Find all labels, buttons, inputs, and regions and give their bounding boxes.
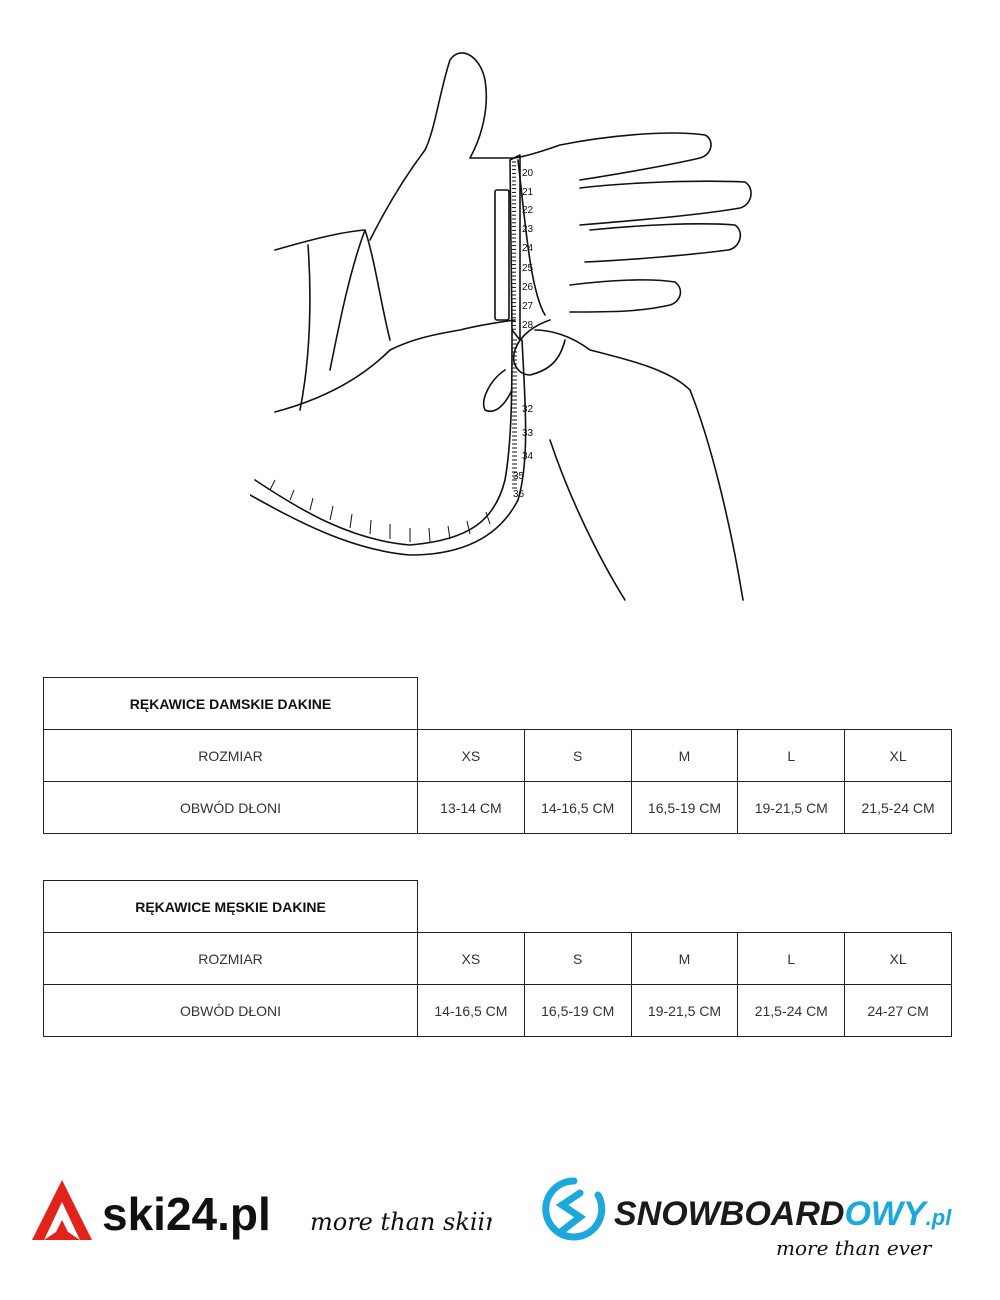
circumference-cell: 13-14 CM bbox=[417, 781, 525, 834]
size-cell: M bbox=[630, 932, 739, 985]
circumference-cell: 19-21,5 CM bbox=[737, 781, 846, 834]
measured-hand-outline bbox=[274, 52, 712, 413]
table-row: OBWÓD DŁONI 13-14 CM 14-16,5 CM 16,5-19 … bbox=[43, 781, 953, 834]
ruler-tick-label: 24 bbox=[522, 243, 534, 254]
ruler-tick-label: 20 bbox=[522, 168, 534, 179]
ruler-tick-label: 23 bbox=[522, 224, 534, 235]
size-cell: XL bbox=[844, 729, 953, 782]
size-cell: L bbox=[737, 729, 846, 782]
ruler-tick-label: 35 bbox=[513, 471, 525, 482]
ski24-wordmark: ski24.pl bbox=[102, 1188, 271, 1240]
size-cell: XS bbox=[417, 729, 525, 782]
snowboardowy-wordmark-suffix: .pl bbox=[926, 1205, 953, 1230]
tape-measure-outline bbox=[509, 154, 521, 341]
circumference-cell: 21,5-24 CM bbox=[844, 781, 953, 834]
tape-clip bbox=[494, 189, 510, 321]
curved-tape-ticks bbox=[269, 479, 491, 543]
circumference-cell: 21,5-24 CM bbox=[737, 984, 846, 1037]
ruler-tick-label: 36 bbox=[513, 489, 525, 500]
ski24-tagline: more than skiing bbox=[310, 1208, 492, 1236]
table-title-row: RĘKAWICE MĘSKIE DAKINE bbox=[43, 880, 952, 933]
circumference-cell: 24-27 CM bbox=[844, 984, 953, 1037]
size-cell: S bbox=[523, 729, 632, 782]
circumference-cell: 14-16,5 CM bbox=[523, 781, 632, 834]
table-title-row: RĘKAWICE DAMSKIE DAKINE bbox=[43, 677, 952, 730]
women-size-table: RĘKAWICE DAMSKIE DAKINE ROZMIAR XS S M L… bbox=[43, 677, 953, 834]
ruler-tick-label: 21 bbox=[522, 187, 534, 198]
ruler-tick-label: 28 bbox=[522, 320, 534, 331]
snowboardowy-icon bbox=[542, 1177, 606, 1241]
circumference-cell: 16,5-19 CM bbox=[630, 781, 739, 834]
snowboardowy-wordmark-accent: OWY bbox=[844, 1195, 929, 1233]
ruler-ticks bbox=[512, 161, 517, 489]
table-title: RĘKAWICE DAMSKIE DAKINE bbox=[43, 677, 418, 730]
table-row: ROZMIAR XS S M L XL bbox=[43, 729, 953, 782]
snowboardowy-wordmark-main: SNOWBOARD bbox=[614, 1195, 844, 1233]
hand-measurement-illustration: 20 21 22 23 24 25 26 27 28 32 33 34 35 36 bbox=[250, 52, 752, 601]
circumference-cell: 19-21,5 CM bbox=[630, 984, 739, 1037]
ski24-mountain-icon bbox=[32, 1180, 92, 1240]
table-row: ROZMIAR XS S M L XL bbox=[43, 932, 953, 985]
table-title: RĘKAWICE MĘSKIE DAKINE bbox=[43, 880, 418, 933]
ruler-tick-label: 25 bbox=[522, 263, 534, 274]
row-label-size: ROZMIAR bbox=[43, 729, 418, 782]
ruler-labels: 20 21 22 23 24 25 26 27 28 32 33 34 35 36 bbox=[513, 168, 534, 500]
size-cell: L bbox=[737, 932, 846, 985]
ruler-tick-label: 26 bbox=[522, 282, 534, 293]
table-row: OBWÓD DŁONI 14-16,5 CM 16,5-19 CM 19-21,… bbox=[43, 984, 953, 1037]
ruler-tick-label: 34 bbox=[522, 451, 534, 462]
row-label-circumference: OBWÓD DŁONI bbox=[43, 984, 418, 1037]
ruler-tick-label: 22 bbox=[522, 205, 534, 216]
size-cell: XL bbox=[844, 932, 953, 985]
svg-text:SNOWBOARDOWY.pl: SNOWBOARDOWY.pl bbox=[614, 1195, 952, 1233]
ski24-logo[interactable]: ski24.pl more than skiing bbox=[32, 1180, 492, 1260]
circumference-cell: 14-16,5 CM bbox=[417, 984, 525, 1037]
size-cell: S bbox=[523, 932, 632, 985]
ruler-tick-label: 27 bbox=[522, 301, 534, 312]
circumference-cell: 16,5-19 CM bbox=[523, 984, 632, 1037]
snowboardowy-logo[interactable]: SNOWBOARDOWY.pl more than ever bbox=[540, 1175, 980, 1265]
row-label-size: ROZMIAR bbox=[43, 932, 418, 985]
row-label-circumference: OBWÓD DŁONI bbox=[43, 781, 418, 834]
size-cell: XS bbox=[417, 932, 525, 985]
snowboardowy-tagline: more than ever bbox=[776, 1236, 933, 1260]
ruler-tick-label: 32 bbox=[522, 404, 534, 415]
size-cell: M bbox=[630, 729, 739, 782]
ruler-tick-label: 33 bbox=[522, 428, 534, 439]
men-size-table: RĘKAWICE MĘSKIE DAKINE ROZMIAR XS S M L … bbox=[43, 880, 953, 1037]
sleeve-cuff-outline bbox=[274, 229, 391, 371]
